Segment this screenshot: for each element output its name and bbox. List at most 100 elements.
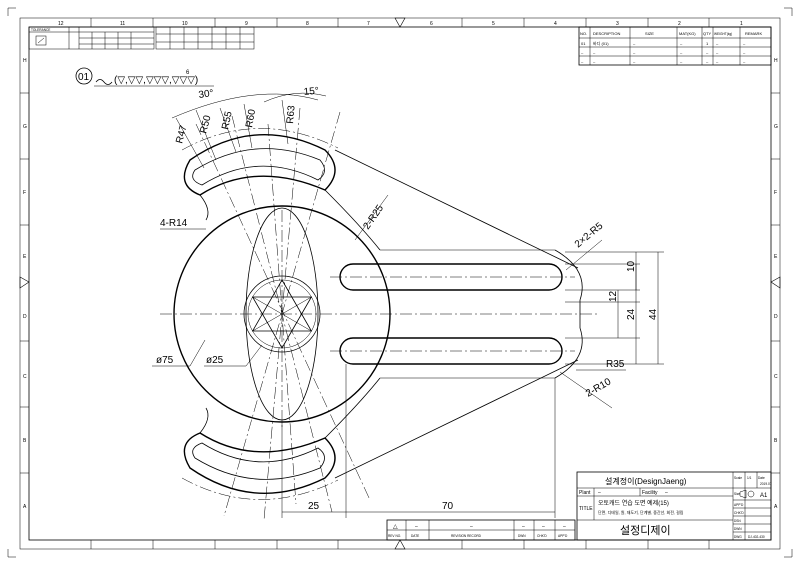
design-label: DSN (734, 519, 741, 523)
company-name: 설계정이(DesignJaeng) (605, 476, 687, 486)
rev-header-record: REVISION RECORD (451, 534, 482, 538)
dim-a30: 30° (198, 88, 215, 101)
zone-row-label: D (23, 314, 27, 320)
zone-row-label: G (774, 124, 778, 130)
date-value: 2019.07 (760, 482, 772, 486)
checked-label: CHK'D (734, 511, 744, 515)
surface-finish-text: (▽,▽▽,▽▽▽,▽▽▽) (114, 75, 198, 86)
parts-list: NO. DESCRIPTION SIZE MAT(KG) QTY WEIGHT(… (578, 26, 772, 66)
plant-label: Plant (579, 490, 591, 496)
zone-col-label: 10 (182, 21, 188, 27)
zone-row-label: H (774, 58, 778, 64)
zone-row-label: A (774, 504, 778, 510)
parts-cell: – (743, 59, 746, 64)
zone-row-label: H (23, 58, 27, 64)
hub-ellipse (245, 207, 319, 421)
part-geometry (152, 92, 664, 521)
dim-10: 10 (626, 260, 637, 272)
title-block: 설계정이(DesignJaeng) Plant – Facility – TIT… (576, 471, 772, 541)
surface-finish: (▽,▽▽,▽▽▽,▽▽▽) 6 (94, 70, 214, 87)
dim-a15: 15° (303, 86, 319, 98)
zone-col-label: 9 (245, 21, 248, 27)
zone-row-label: B (23, 438, 27, 444)
inner-border (28, 26, 772, 541)
arm-tangent-upper (334, 149, 579, 269)
zone-labels: 12 11 10 9 8 7 6 5 4 3 2 1 H G F E D C B… (23, 21, 778, 510)
rev-header-chkd: CHK'D (537, 534, 547, 538)
title-label: TITLE (579, 506, 593, 512)
zone-col-label: 4 (554, 21, 557, 27)
parts-cell: – (680, 41, 683, 46)
rev-header-date: DATE (411, 534, 419, 538)
parts-cell: – (581, 59, 584, 64)
zone-col-label: 2 (678, 21, 681, 27)
lower-arm-outline (183, 432, 336, 494)
date-label: Date (758, 476, 765, 480)
dim-r35: R35 (606, 359, 625, 370)
parts-cell: – (633, 41, 636, 46)
parts-cell: – (680, 59, 683, 64)
zone-row-label: D (774, 314, 778, 320)
view-number: 01 (78, 72, 90, 83)
zone-row-label: F (774, 190, 777, 196)
parts-header-mat: MAT(KG) (679, 31, 696, 36)
facility-value: – (665, 490, 668, 496)
approved-label: APP'D (734, 503, 744, 507)
parts-cell: 1 (706, 41, 709, 46)
drawn-label: DWN (734, 527, 742, 531)
dim-r14: 4-R14 (160, 218, 188, 229)
title-line-1: 오토캐드 연습 도면 예제(15) (598, 499, 669, 507)
upper-slot (192, 148, 325, 186)
zone-row-label: G (23, 124, 27, 130)
rev-header-dwn: DWN (518, 534, 526, 538)
parts-cell: – (593, 50, 596, 55)
upper-arm-outline (183, 134, 336, 196)
zone-col-label: 6 (430, 21, 433, 27)
parts-cell: – (743, 50, 746, 55)
dim-phi25: ø25 (206, 355, 224, 366)
parts-header-qty: QTY (703, 31, 712, 36)
parts-cell: 바디 (01) (593, 40, 609, 46)
lower-slot (192, 442, 325, 480)
zone-col-label: 11 (120, 21, 125, 27)
revision-block: △ REV NO. DATE REVISION RECORD DWN CHK'D… (386, 519, 576, 541)
zone-row-label: F (23, 190, 26, 196)
facility-label: Facility (642, 490, 658, 496)
zone-row-label: E (23, 254, 27, 260)
rev-header-no: REV NO. (388, 534, 401, 538)
dim-r55: R55 (220, 110, 235, 131)
dim-r10: 2-R10 (584, 376, 613, 399)
parts-header-remark: REMARK (745, 31, 762, 36)
rev-cell: – (470, 524, 473, 530)
dim-r60: R60 (244, 108, 258, 128)
outer-border (19, 17, 781, 550)
dim-12: 12 (608, 290, 619, 302)
size-label: Size (734, 492, 740, 496)
rev-cell: – (522, 524, 525, 530)
arm-tangent-lower (334, 359, 579, 479)
rev-cell: – (542, 524, 545, 530)
parts-cell: – (706, 59, 709, 64)
zone-col-label: 3 (616, 21, 619, 27)
zone-row-label: C (774, 374, 778, 380)
parts-cell: – (593, 59, 596, 64)
zone-col-label: 12 (58, 21, 64, 27)
rev-cell: – (563, 524, 566, 530)
parts-cell: – (716, 41, 719, 46)
dim-r25: 2-R25 (361, 203, 386, 232)
zone-row-label: A (23, 504, 27, 510)
scale-value: 1/1 (747, 476, 752, 480)
parts-cell: – (743, 41, 746, 46)
parts-header-size: SIZE (645, 31, 654, 36)
parts-header-weight: WEIGHT(kg) (714, 32, 732, 36)
dim-44: 44 (648, 308, 659, 320)
parts-header-no: NO. (580, 31, 587, 36)
parts-cell: – (716, 50, 719, 55)
dim-r63: R63 (285, 105, 298, 125)
projection-symbol-icon (739, 489, 755, 499)
tolerance-block: TOLERANCE (28, 26, 255, 50)
revision-symbol: △ (393, 524, 398, 530)
dim-r5: 2×2-R5 (573, 220, 606, 250)
surface-finish-sup: 6 (186, 70, 190, 76)
scale-label: Scale (734, 476, 742, 480)
